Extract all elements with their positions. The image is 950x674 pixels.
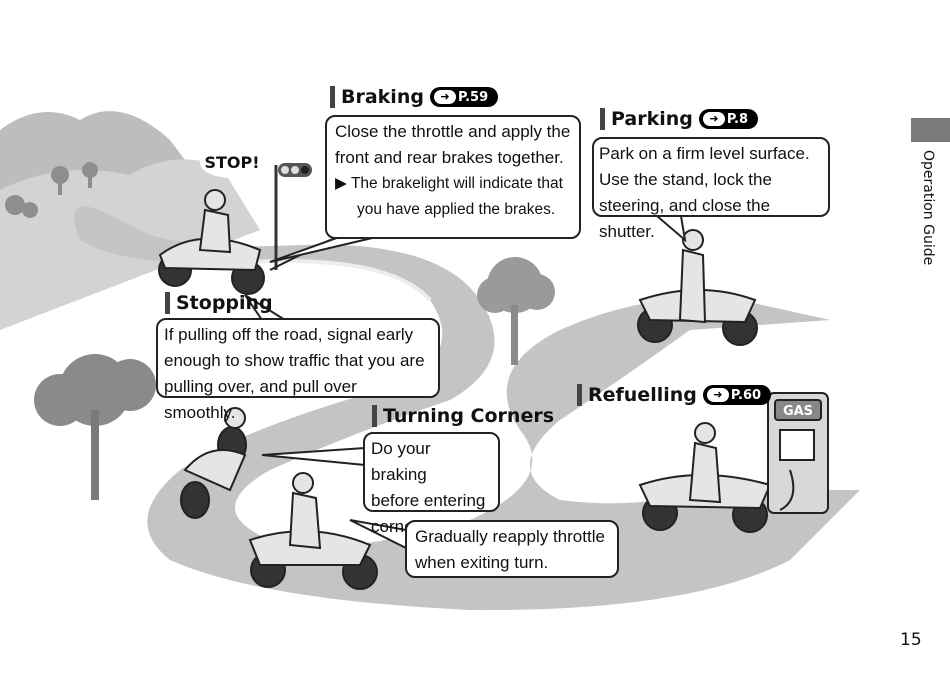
stopping-tail <box>244 294 286 321</box>
stopping-line-3: pulling over, and pull over smoothly. <box>164 377 357 422</box>
scooter-braking <box>158 189 265 295</box>
heading-bar <box>577 384 582 406</box>
exit-line-1: Gradually reapply throttle <box>415 527 605 546</box>
heading-bar <box>600 108 605 130</box>
stopping-heading: Stopping <box>165 292 273 314</box>
heading-bar <box>372 405 377 427</box>
tree-left <box>34 354 156 500</box>
section-tab-marker <box>911 118 950 142</box>
tree-middle <box>477 257 555 365</box>
arrow-icon: ➜ <box>702 112 725 126</box>
stopping-bubble: If pulling off the road, signal early en… <box>156 318 440 422</box>
arrow-icon: ➜ <box>706 388 729 402</box>
braking-title: Braking <box>341 86 424 108</box>
parking-line-1: Park on a firm level surface. <box>599 144 810 163</box>
braking-heading: Braking ➜P.59 <box>330 86 499 108</box>
braking-bubble: Close the throttle and apply the front a… <box>325 115 581 239</box>
stopping-line-2: enough to show traffic that you are <box>164 351 425 370</box>
exit-line-2: when exiting turn. <box>415 553 549 572</box>
braking-sub-2: you have applied the brakes. <box>357 201 556 218</box>
turning-tail <box>261 447 366 466</box>
gas-pump: GAS <box>767 392 829 514</box>
heading-bar <box>165 292 170 314</box>
page-number: 15 <box>900 630 922 650</box>
refuelling-title: Refuelling <box>588 384 697 406</box>
parking-page-ref[interactable]: ➜P.8 <box>698 109 759 129</box>
road-edge <box>249 259 432 302</box>
stopping-title: Stopping <box>176 292 273 314</box>
parking-line-3: steering, and close the shutter. <box>599 196 771 241</box>
parking-heading: Parking ➜P.8 <box>600 108 759 130</box>
stopping-line-1: If pulling off the road, signal early <box>164 325 414 344</box>
turning-heading: Turning Corners <box>372 405 554 427</box>
scooter-cornering-2 <box>248 472 378 590</box>
braking-line-1: Close the throttle and apply the <box>335 122 571 141</box>
gas-pump-label: GAS <box>783 404 813 419</box>
parking-tail <box>649 209 687 243</box>
turning-line-1: Do your braking <box>371 439 431 484</box>
refuelling-heading: Refuelling ➜P.60 <box>577 384 772 406</box>
section-label: Operation Guide <box>920 150 936 266</box>
turning-bubble: Do your braking before entering corners. <box>363 432 500 536</box>
distant-trees <box>5 162 98 218</box>
braking-line-2: front and rear brakes together. <box>335 148 564 167</box>
parking-line-2: Use the stand, lock the <box>599 170 772 189</box>
braking-sub-1: ▶ The brakelight will indicate that <box>335 175 563 192</box>
scooter-cornering-1 <box>180 407 247 519</box>
turning-title: Turning Corners <box>383 405 555 427</box>
refuelling-page-ref[interactable]: ➜P.60 <box>702 385 772 405</box>
exit-tail <box>349 519 407 549</box>
braking-page-ref[interactable]: ➜P.59 <box>429 87 499 107</box>
braking-tail <box>269 234 386 263</box>
scooter-parked <box>637 229 758 346</box>
stop-callout: STOP! <box>200 148 264 178</box>
heading-bar <box>330 86 335 108</box>
scooter-refuelling <box>638 422 772 533</box>
arrow-icon: ➜ <box>433 90 456 104</box>
parking-title: Parking <box>611 108 693 130</box>
refuelling-ref-label: P.60 <box>730 387 762 403</box>
parking-bubble: Park on a firm level surface. Use the st… <box>592 137 830 241</box>
braking-ref-label: P.59 <box>457 89 489 105</box>
parking-ref-label: P.8 <box>726 111 749 127</box>
exit-turn-bubble: Gradually reapply throttle when exiting … <box>405 520 619 578</box>
turning-line-2: before entering <box>371 491 486 510</box>
